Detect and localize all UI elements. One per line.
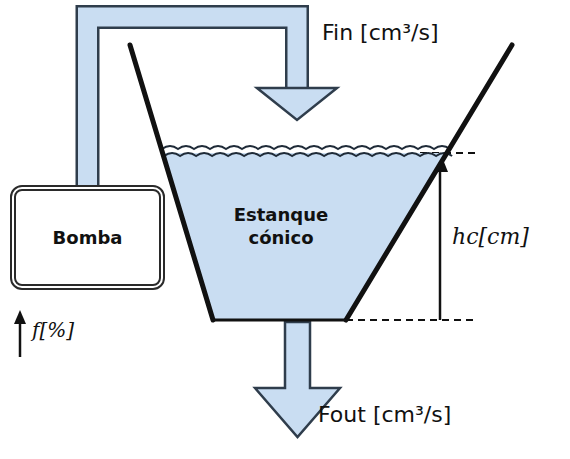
tank-wall <box>130 45 213 320</box>
node-label: Bomba <box>53 227 123 248</box>
tank-wall <box>346 45 512 320</box>
height-label: hc[cm] <box>452 224 529 249</box>
flow-in-label: Fin [cm³/s] <box>322 20 439 45</box>
pump-box: Bomba <box>10 185 165 290</box>
water-wave <box>164 153 452 156</box>
dimension-line <box>439 168 442 320</box>
dimension-dash <box>346 319 478 321</box>
input-arrow <box>19 322 22 357</box>
water-wave <box>162 146 450 149</box>
frequency-label: f[%] <box>32 318 74 342</box>
tank-outline <box>130 45 512 320</box>
arrowhead <box>257 88 337 120</box>
node-label: Estanque cónico <box>220 203 342 250</box>
tank-bottom <box>213 319 346 322</box>
input-arrowhead <box>14 310 26 324</box>
conical-tank: Estanque cónico <box>130 45 512 320</box>
flow-out-label: Fout [cm³/s] <box>318 402 451 427</box>
